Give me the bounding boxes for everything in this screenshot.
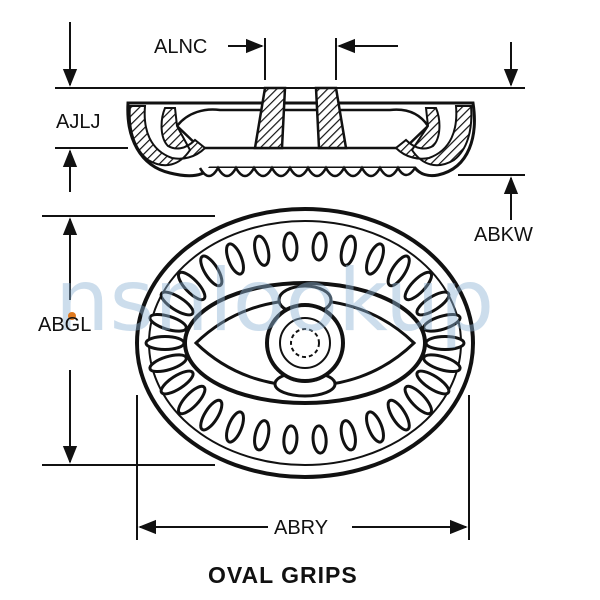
grip-slot — [253, 234, 271, 267]
grip-slot — [225, 410, 245, 444]
section-serrations — [198, 165, 417, 178]
dimension-lines — [42, 22, 525, 540]
grip-slot — [253, 419, 271, 452]
section-rim-right — [394, 105, 473, 167]
grip-slot — [339, 419, 357, 452]
grip-slot — [225, 242, 245, 276]
grip-slot — [403, 270, 434, 302]
grip-slot — [415, 369, 451, 396]
grip-slot — [422, 353, 462, 374]
section-rim-left — [128, 105, 207, 167]
plan-view — [135, 207, 475, 479]
grip-slot — [311, 424, 328, 455]
grip-slot — [176, 384, 207, 416]
section-hub-left — [253, 86, 287, 150]
hub-hidden — [290, 328, 320, 358]
diagram-title: OVAL GRIPS — [208, 562, 358, 588]
section-recess — [175, 108, 430, 150]
watermark-dot — [68, 312, 76, 320]
grip-slot — [159, 369, 195, 396]
dim-label-abgl: ABGL — [38, 314, 91, 336]
grip-slot — [148, 353, 188, 374]
grip-slot — [365, 242, 385, 276]
hub-inner — [279, 317, 331, 369]
grip-slot — [386, 254, 411, 288]
grip-slots — [144, 231, 466, 455]
dim-label-abkw: ABKW — [474, 224, 533, 246]
section-hub-right — [314, 86, 348, 150]
grip-slot — [339, 234, 357, 267]
grip-slot — [159, 290, 195, 317]
grip-slot — [282, 231, 299, 262]
grip-slot — [422, 312, 462, 333]
grip-slot — [365, 410, 385, 444]
grip-slot — [199, 398, 224, 432]
grip-slot — [176, 270, 207, 302]
dim-label-abry: ABRY — [274, 517, 328, 539]
section-view — [126, 86, 476, 178]
grip-slot — [148, 312, 188, 333]
dim-label-ajlj: AJLJ — [56, 111, 100, 133]
grip-slot — [282, 424, 299, 455]
grip-slot — [311, 231, 328, 262]
grip-slot — [403, 384, 434, 416]
grip-slot — [415, 290, 451, 317]
watermark: nsnlookup — [55, 251, 494, 351]
grip-slot — [199, 254, 224, 288]
dim-label-alnc: ALNC — [154, 36, 207, 58]
grip-slot — [386, 398, 411, 432]
